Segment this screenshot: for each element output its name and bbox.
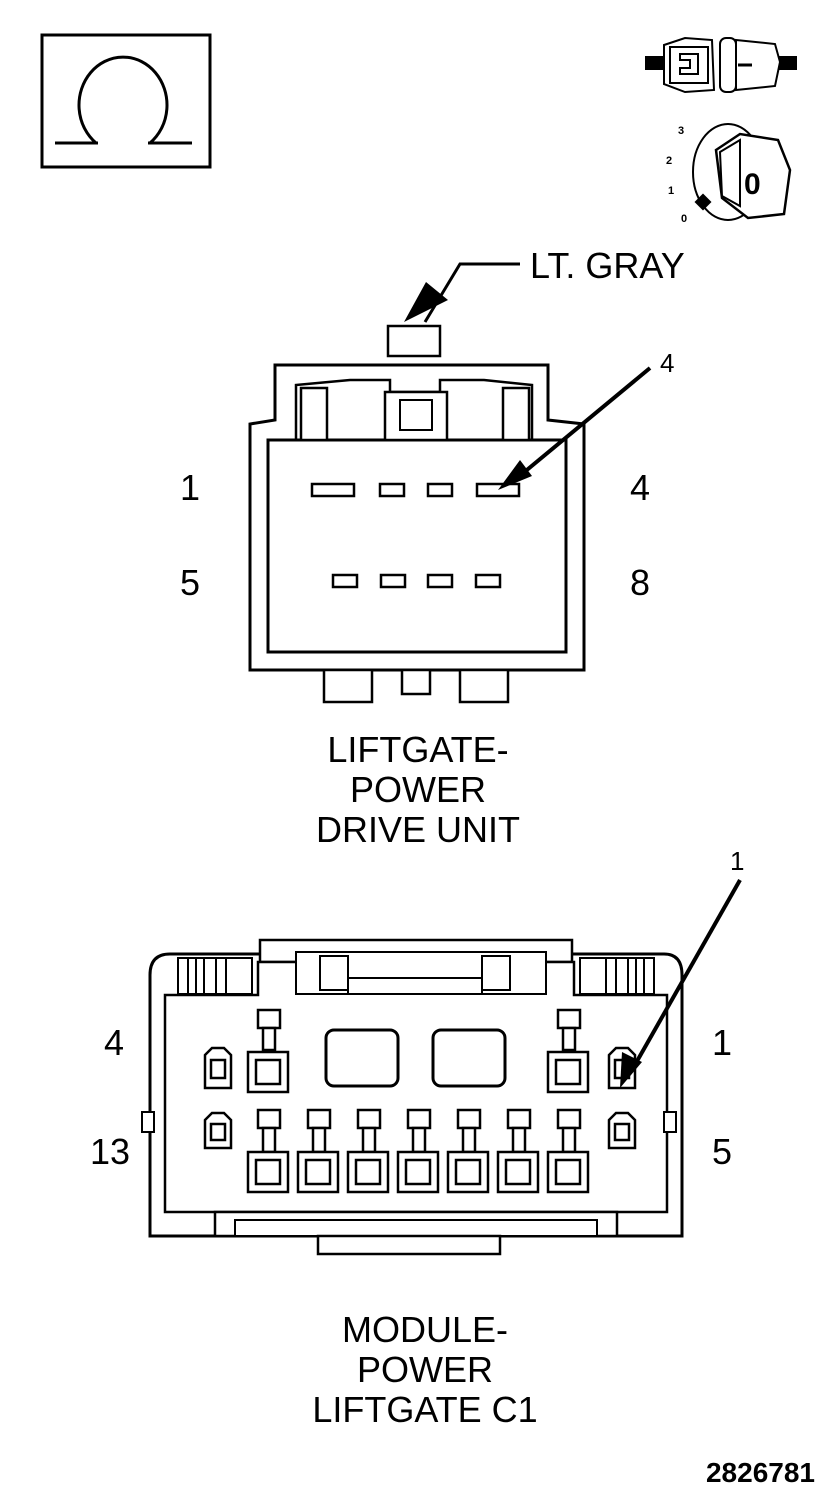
color-label: LT. GRAY (530, 245, 685, 286)
pin-label-8: 8 (630, 562, 650, 603)
pin-label-4: 4 (104, 1022, 124, 1063)
ignition-position-1: 1 (668, 185, 674, 197)
connector-name-line-1: LIFTGATE- (327, 729, 508, 770)
pin-label-5: 5 (712, 1131, 732, 1172)
connector-name-line-2: POWER (350, 769, 486, 810)
connector-latch-left (177, 957, 253, 995)
connector-name-line-3: LIFTGATE C1 (312, 1389, 537, 1430)
connector-name-line-1: MODULE- (342, 1309, 508, 1350)
ignition-position-2: 2 (666, 155, 672, 167)
pin4-pointer-arrow-icon (498, 460, 532, 490)
connector-disconnected-icon (645, 36, 797, 94)
connector-latch-right (579, 957, 655, 995)
color-pointer-arrow-icon (404, 282, 448, 322)
ignition-position-3: 3 (678, 125, 684, 137)
pin-label-5: 5 (180, 562, 200, 603)
pin1-pointer-arrow-icon (620, 1052, 642, 1088)
pin-label-1: 1 (712, 1022, 732, 1063)
ignition-key-label: 0 (744, 168, 761, 201)
ignition-key-off-icon: 3 2 1 0 0 (666, 123, 792, 225)
figure-number: 2826781 (706, 1457, 815, 1488)
connector-module-power-liftgate-c1: 1 4 1 13 5 MODULE- POWER LIFTGATE C1 (90, 846, 744, 1430)
pin-label-13: 13 (90, 1131, 130, 1172)
connector-name-line-3: DRIVE UNIT (316, 809, 520, 850)
ohm-symbol-icon (40, 33, 212, 169)
pin4-pointer-label: 4 (660, 348, 674, 378)
ignition-position-0: 0 (681, 213, 687, 225)
terminal-cavities (203, 1008, 637, 1194)
pin-label-1: 1 (180, 467, 200, 508)
connector-name-line-2: POWER (357, 1349, 493, 1390)
pin1-pointer-label: 1 (730, 846, 744, 876)
connector-liftgate-drive-unit: LT. GRAY 4 1 4 5 8 LIFTGATE- POWER DRIVE… (180, 245, 685, 850)
pin-label-4: 4 (630, 467, 650, 508)
